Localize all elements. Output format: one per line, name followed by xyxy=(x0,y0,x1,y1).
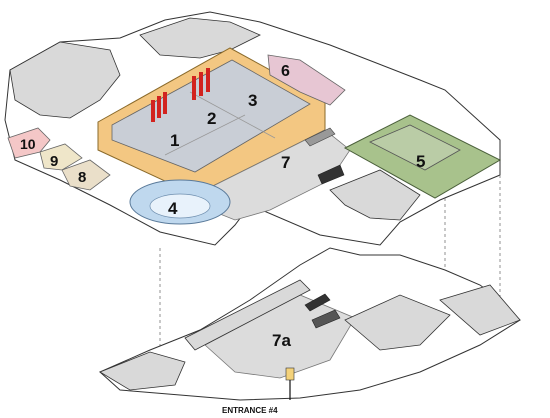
column xyxy=(192,76,196,100)
lower-level xyxy=(99,247,521,401)
hall-2-label: 2 xyxy=(207,109,216,128)
room-4-label: 4 xyxy=(168,199,178,218)
column xyxy=(151,100,155,122)
room-5-label: 5 xyxy=(416,152,425,171)
hall-3-label: 3 xyxy=(248,91,257,110)
hall-1-label: 1 xyxy=(170,131,179,150)
column xyxy=(199,72,203,96)
left-wing-structure xyxy=(9,41,121,119)
room-4-inner xyxy=(149,193,211,219)
escalators-upper xyxy=(304,127,345,185)
upper-level xyxy=(4,11,502,246)
exhibit-hall-floor[interactable] xyxy=(111,59,311,173)
entrance-label: ENTRANCE #4 xyxy=(222,406,278,415)
escalators-lower xyxy=(304,293,341,329)
lobby-7-label: 7 xyxy=(281,153,290,172)
column xyxy=(206,68,210,92)
lower-long-structure xyxy=(184,279,311,351)
column xyxy=(157,96,161,118)
room-9-label: 9 xyxy=(50,153,58,170)
lower-left-rooms xyxy=(99,351,186,391)
lower-right-rooms xyxy=(344,294,451,351)
column xyxy=(163,92,167,114)
room-6-area[interactable] xyxy=(267,54,346,106)
red-columns xyxy=(151,68,210,122)
room-9-area[interactable] xyxy=(39,143,83,171)
room-10-label: 10 xyxy=(20,136,36,152)
lobby-7a-label: 7a xyxy=(272,331,291,350)
lower-far-right xyxy=(439,284,521,336)
room-6-label: 6 xyxy=(281,63,290,80)
room-10-area[interactable] xyxy=(7,127,51,159)
room-8-area[interactable] xyxy=(61,159,111,191)
room-8-label: 8 xyxy=(78,169,86,186)
hall-divider xyxy=(164,114,246,156)
upper-right-rooms xyxy=(329,169,421,221)
room-5-inner-structure xyxy=(369,124,461,171)
entrance-marker xyxy=(285,367,295,381)
hall-divider xyxy=(189,91,276,139)
map-labels: 1 2 3 4 5 6 7 8 9 10 7a ENTRANCE #4 xyxy=(20,63,425,415)
